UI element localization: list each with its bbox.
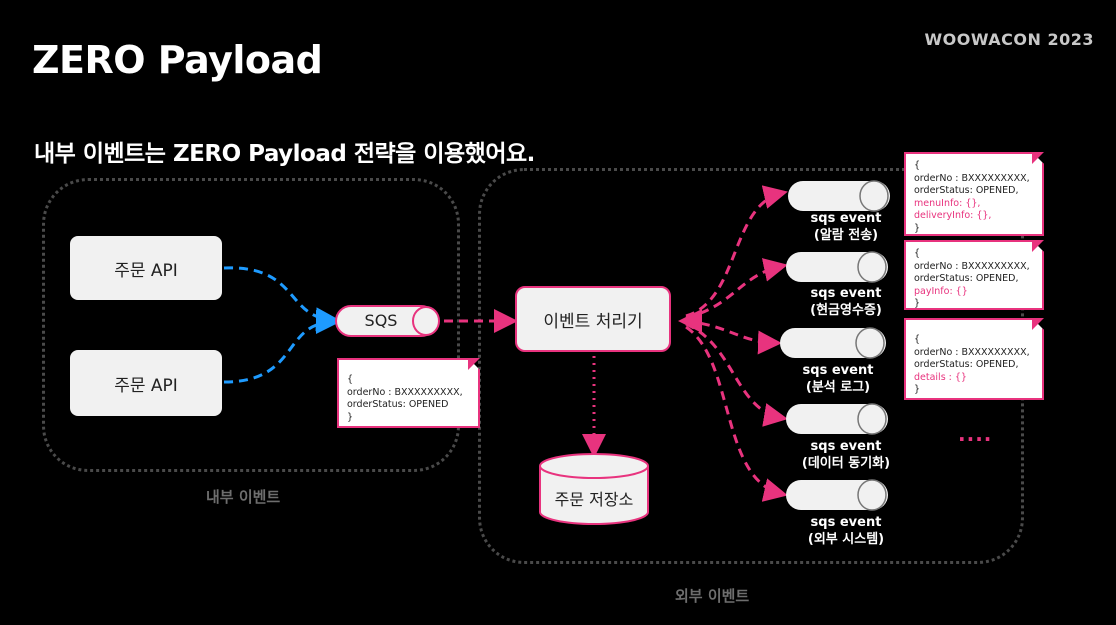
internal-payload-note: { orderNo : BXXXXXXXXX, orderStatus: OPE… [337, 358, 480, 428]
external-payload-fold-1 [1032, 152, 1044, 164]
internal-events-region [42, 178, 460, 472]
payload-line: { [347, 374, 354, 385]
flow-to-event-4 [685, 322, 788, 427]
event-queue-1 [788, 180, 890, 212]
event-label-data-sync: sqs event (데이터 동기화) [784, 438, 908, 472]
event-queue-3 [780, 327, 886, 359]
payload-highlight: deliveryInfo: {}, [914, 210, 992, 221]
event-type: sqs event [810, 211, 882, 226]
payload-line: orderNo : BXXXXXXXXX, [347, 386, 463, 398]
external-payload-note-3: { orderNo : BXXXXXXXXX, orderStatus: OPE… [904, 318, 1044, 400]
event-type: sqs event [802, 363, 874, 378]
event-label-analytics-log: sqs event (분석 로그) [776, 362, 900, 396]
event-queue-2 [786, 251, 888, 283]
order-api-box-2: 주문 API [70, 350, 222, 416]
event-purpose: (알람 전송) [813, 228, 879, 243]
order-api-box-1: 주문 API [70, 236, 222, 300]
event-queue-4 [786, 403, 888, 435]
flow-to-event-3 [685, 319, 782, 355]
event-label-external-system: sqs event (외부 시스템) [784, 514, 908, 548]
event-purpose: (분석 로그) [805, 380, 871, 395]
event-queue-5 [786, 479, 888, 511]
internal-events-label: 내부 이벤트 [206, 488, 281, 506]
order-storage-label: 주문 저장소 [554, 490, 634, 509]
external-payload-note-2: { orderNo : BXXXXXXXXX, orderStatus: OPE… [904, 240, 1044, 310]
external-payload-note-1: { orderNo : BXXXXXXXXX, orderStatus: OPE… [904, 152, 1044, 236]
flow-to-event-1 [685, 185, 788, 318]
event-processor-box: 이벤트 처리기 [515, 286, 671, 352]
payload-highlight: details : {} [914, 371, 967, 383]
more-events-ellipsis: .... [958, 422, 993, 446]
sqs-queue-label: SQS [364, 311, 398, 330]
event-label-cash-receipt: sqs event (현금영수증) [784, 285, 908, 319]
sqs-queue-shape [335, 305, 440, 337]
external-events-label: 외부 이벤트 [675, 587, 750, 605]
event-purpose: (현금영수증) [810, 303, 882, 318]
flow-api1-to-sqs [223, 266, 340, 332]
event-type: sqs event [810, 286, 882, 301]
payload-highlight: payInfo: {} [914, 285, 968, 297]
event-type: sqs event [810, 439, 882, 454]
page-subtitle: 내부 이벤트는 ZERO Payload 전략을 이용했어요. [34, 141, 535, 167]
flow-to-event-5 [685, 325, 788, 502]
flow-api2-to-sqs [223, 310, 340, 384]
internal-payload-fold [468, 358, 480, 370]
external-payload-fold-2 [1032, 240, 1044, 252]
order-storage-cylinder [539, 453, 649, 525]
payload-line: } [347, 411, 354, 423]
event-purpose: (외부 시스템) [807, 532, 885, 547]
page-title: ZERO Payload [32, 38, 323, 82]
event-label-alarm: sqs event (알람 전송) [784, 210, 908, 244]
external-payload-fold-3 [1032, 318, 1044, 330]
brand-logo-text: WOOWACON 2023 [924, 30, 1094, 49]
event-purpose: (데이터 동기화) [801, 456, 891, 471]
event-type: sqs event [810, 515, 882, 530]
payload-highlight: menuInfo: {}, [914, 197, 981, 209]
payload-line: orderStatus: OPENED [347, 399, 449, 410]
